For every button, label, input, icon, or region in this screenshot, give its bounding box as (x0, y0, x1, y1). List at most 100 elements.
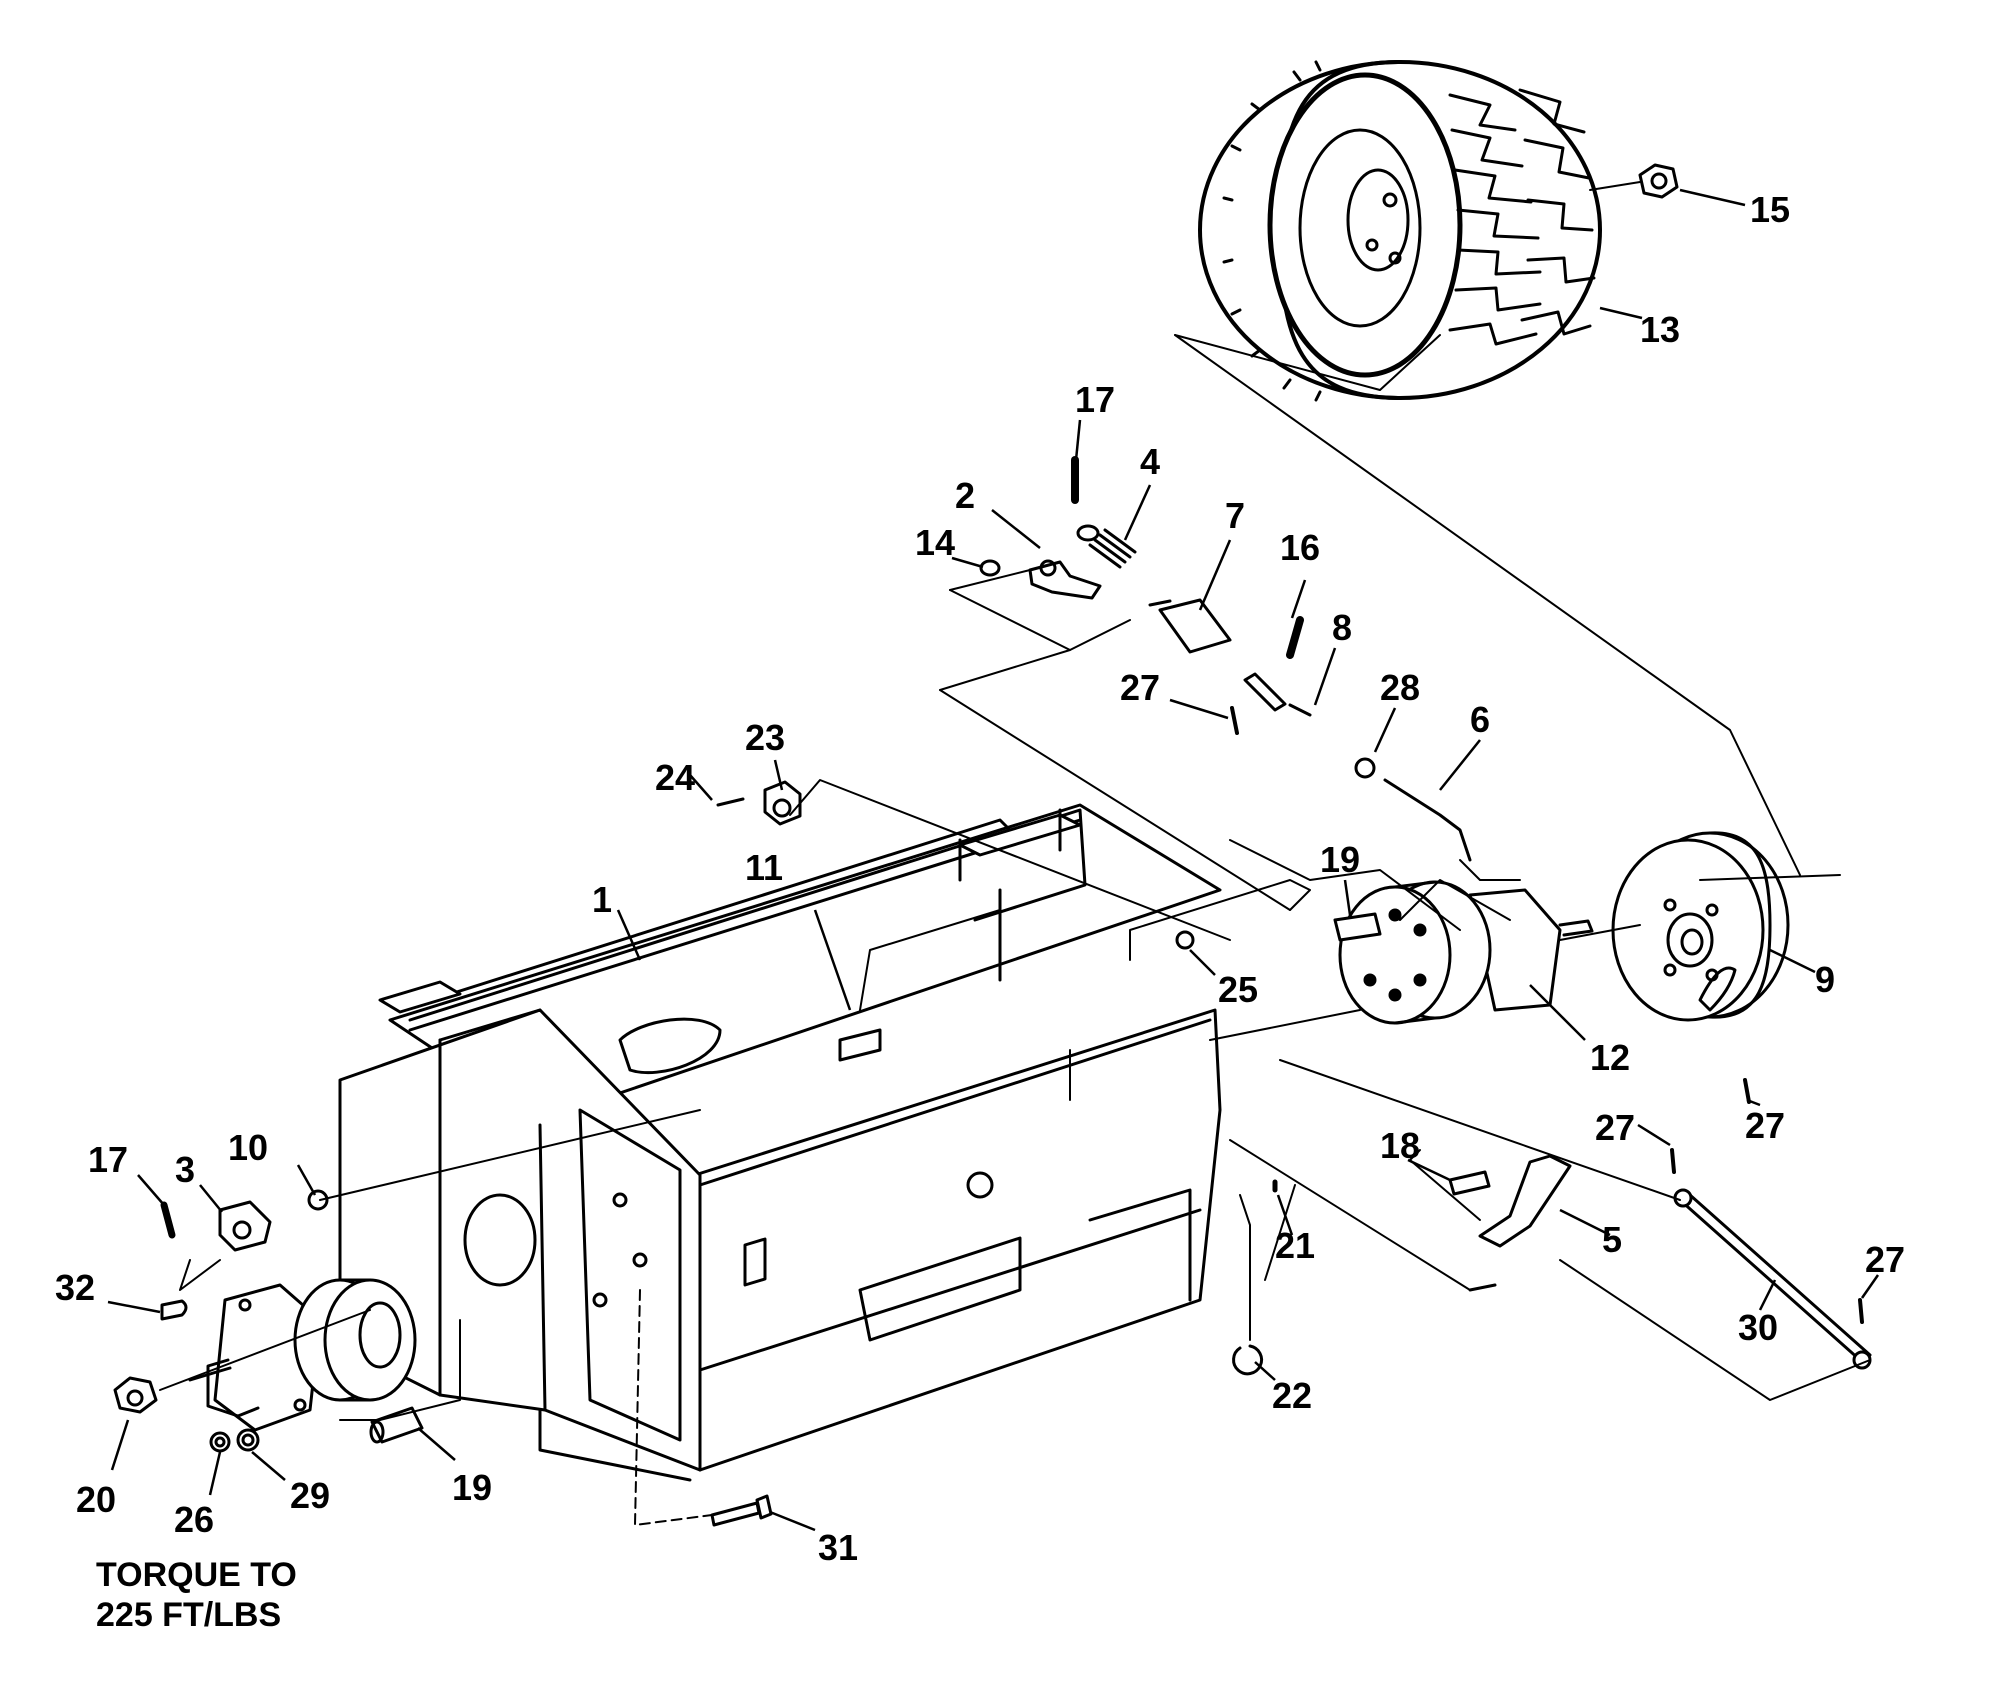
leader-7 (1198, 539, 1232, 611)
callout-25: 25 (1218, 969, 1258, 1010)
pin-16 (1286, 616, 1304, 659)
leader-26 (208, 1451, 222, 1496)
nut-25 (1175, 930, 1195, 950)
leader-17b (137, 1174, 165, 1206)
leader-16 (1290, 579, 1307, 619)
torque-note-line-2: 225 FT/LBS (96, 1596, 282, 1634)
callout-10: 10 (228, 1127, 268, 1168)
leader-29 (251, 1451, 286, 1481)
brake-drum-hub (1611, 831, 1790, 1022)
main-frame (338, 803, 1222, 1482)
callout-8: 8 (1332, 607, 1352, 648)
callout-3: 3 (175, 1149, 195, 1190)
callout-31: 31 (818, 1527, 858, 1568)
leader-lines (107, 188, 1880, 1532)
flange-bearing (160, 1189, 329, 1252)
cotter-pin-27-b (1743, 1078, 1751, 1104)
clevis (1148, 598, 1232, 654)
leader-6 (1439, 739, 1481, 791)
leader-23 (773, 759, 784, 791)
brake-rod (1383, 778, 1472, 862)
leader-20 (110, 1419, 130, 1471)
leader-14 (951, 556, 984, 569)
leader-8 (1313, 647, 1337, 706)
callout-22: 22 (1272, 1375, 1312, 1416)
leader-21 (1276, 1194, 1294, 1236)
callout-9: 9 (1815, 959, 1835, 1000)
callout-30: 30 (1738, 1307, 1778, 1348)
brake-pedal (1448, 1154, 1572, 1292)
leader-22 (1254, 1361, 1276, 1381)
cotter-pin-27-a (1230, 706, 1239, 735)
leader-27c (1637, 1123, 1671, 1147)
callout-27a: 27 (1120, 667, 1160, 708)
leader-1 (616, 909, 642, 961)
leader-3 (199, 1184, 223, 1213)
leader-2 (991, 509, 1041, 549)
leader-28 (1373, 707, 1397, 753)
callout-14: 14 (915, 522, 955, 563)
callout-11: 11 (745, 847, 783, 888)
rear-tire-wheel (1198, 60, 1602, 402)
leader-30 (1758, 1279, 1777, 1311)
leader-19b (417, 1427, 456, 1461)
leader-15 (1679, 188, 1746, 207)
cotter-pin-27-d (1858, 1298, 1864, 1324)
torque-note: TORQUE TO 225 FT/LBS (96, 1555, 297, 1635)
torque-note-line-1: TORQUE TO (96, 1556, 297, 1594)
leader-11 (813, 909, 852, 1011)
callout-18: 18 (1380, 1125, 1420, 1166)
nut-28 (1354, 757, 1376, 779)
callout-19b: 19 (452, 1467, 492, 1508)
parts-drawing (113, 60, 1872, 1527)
leader-18 (1407, 1158, 1451, 1182)
leader-24 (689, 774, 713, 801)
callout-13: 13 (1640, 309, 1680, 350)
leader-10 (296, 1164, 317, 1196)
callout-21: 21 (1275, 1225, 1315, 1266)
callout-16: 16 (1280, 527, 1320, 568)
axle-nut (1638, 163, 1679, 199)
callout-5: 5 (1602, 1219, 1622, 1260)
callout-15: 15 (1750, 189, 1790, 230)
spacer-19-right (1333, 912, 1382, 942)
callout-26: 26 (174, 1499, 214, 1540)
leader-9 (1769, 948, 1816, 974)
callout-23: 23 (745, 717, 785, 758)
cotter-pin-27-c (1670, 1148, 1676, 1174)
leader-17a (1074, 419, 1082, 461)
callout-24: 24 (655, 757, 695, 798)
leader-4 (1123, 484, 1152, 541)
wheel-motor-left (188, 1278, 417, 1432)
spring (1076, 524, 1137, 569)
assembly-lines (159, 181, 1871, 1526)
callout-1: 1 (592, 879, 612, 920)
leader-13 (1599, 306, 1643, 320)
leader-12 (1529, 984, 1586, 1041)
linkage-rod (1673, 1188, 1872, 1370)
callout-17b: 17 (88, 1139, 128, 1180)
leader-27a (1169, 698, 1229, 720)
callout-27b: 27 (1745, 1105, 1785, 1146)
callout-12: 12 (1590, 1037, 1630, 1078)
leader-27b (1746, 1098, 1761, 1107)
retainer-clip (1232, 1344, 1264, 1376)
brake-arm (1028, 559, 1102, 600)
callout-28: 28 (1380, 667, 1420, 708)
callout-29: 29 (290, 1475, 330, 1516)
leader-31 (769, 1510, 816, 1532)
leader-25 (1189, 949, 1216, 976)
rod-end (1243, 672, 1312, 717)
bolt-lower (710, 1494, 773, 1527)
spacer-left (369, 1406, 424, 1444)
leader-5 (1559, 1208, 1611, 1237)
callout-2: 2 (955, 475, 975, 516)
callout-27c: 27 (1595, 1107, 1635, 1148)
callout-27d: 27 (1865, 1239, 1905, 1280)
leader-19a (1343, 879, 1352, 916)
leader-27d (1860, 1274, 1880, 1299)
callout-7: 7 (1225, 495, 1245, 536)
callout-6: 6 (1470, 699, 1490, 740)
callout-numbers: 1 2 3 4 5 6 7 8 9 10 11 12 13 14 15 16 1… (55, 189, 1905, 1568)
